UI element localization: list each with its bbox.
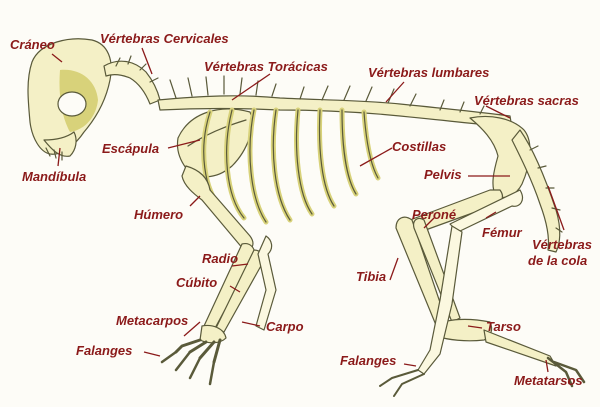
label-tibia: Tibia: [356, 269, 387, 284]
metacarpals: [174, 338, 222, 364]
label-costillas: Costillas: [392, 139, 447, 154]
label-vertebras-toracicas: Vértebras Torácicas: [204, 59, 328, 74]
label-vertebras-sacras: Vértebras sacras: [474, 93, 579, 108]
hind-leg-near: [449, 189, 524, 233]
label-vertebras-cervicales: Vértebras Cervicales: [100, 31, 229, 46]
front-leg-near: [255, 235, 277, 331]
label-metacarpos: Metacarpos: [116, 313, 189, 328]
label-falanges-hind: Falanges: [340, 353, 397, 368]
leader-lines: [51, 47, 565, 373]
humerus: [181, 165, 254, 251]
label-escapula: Escápula: [102, 141, 160, 156]
label-mandibula: Mandíbula: [22, 169, 87, 184]
label-femur: Fémur: [482, 225, 522, 240]
label-craneo: Cráneo: [10, 37, 55, 52]
label-metatarsos: Metatarsos: [514, 373, 583, 388]
metatarsals: [483, 329, 557, 367]
spinous-processes: [169, 75, 485, 115]
label-perone: Peroné: [412, 207, 457, 222]
tail-vertebrae: [511, 129, 561, 253]
label-carpo: Carpo: [266, 319, 304, 334]
hind-phalanges: [546, 356, 586, 388]
label-pelvis: Pelvis: [424, 167, 462, 182]
label-tarso: Tarso: [486, 319, 521, 334]
front-phalanges: [160, 350, 216, 386]
ribs: [203, 109, 379, 223]
label-cubito: Cúbito: [176, 275, 218, 290]
mandible: [43, 131, 77, 157]
label-vertebras-cola-line2: de la cola: [528, 253, 588, 268]
scapula: [176, 108, 253, 178]
label-radio: Radio: [202, 251, 239, 266]
tibia-fibula: [395, 216, 449, 331]
label-vertebras-cola-line1: Vértebras: [532, 237, 592, 252]
eye-socket: [57, 91, 87, 117]
label-vertebras-lumbares: Vértebras lumbares: [368, 65, 490, 80]
label-humero: Húmero: [134, 207, 184, 222]
cervical-vertebrae: [103, 60, 161, 105]
label-falanges-front: Falanges: [76, 343, 133, 358]
